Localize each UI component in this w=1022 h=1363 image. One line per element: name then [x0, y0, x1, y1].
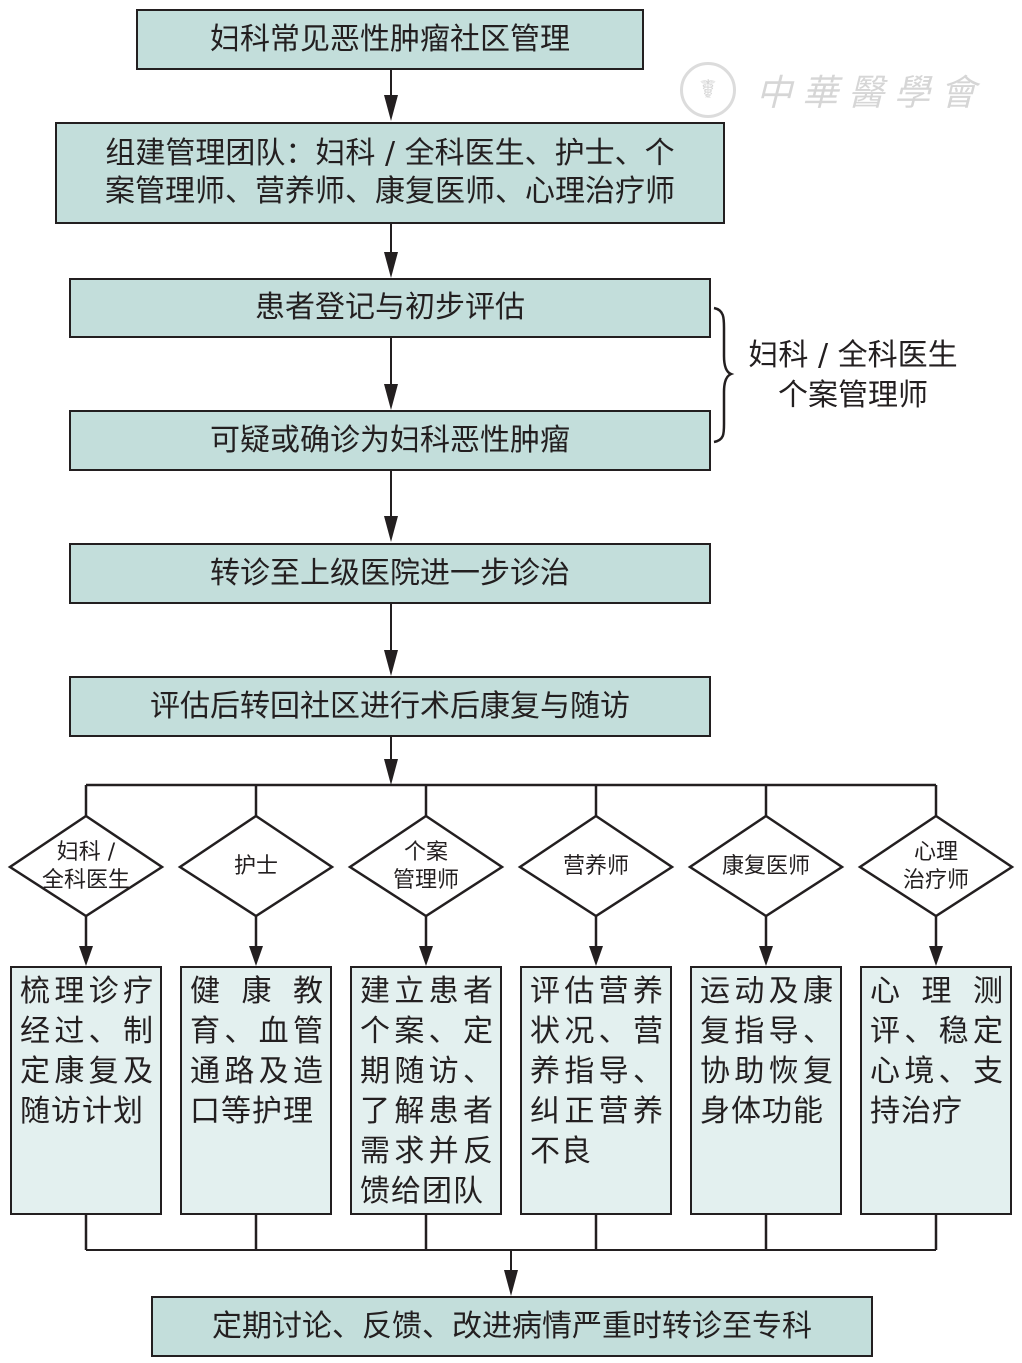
arrowhead: [589, 946, 603, 966]
arrowhead: [384, 384, 398, 410]
role-duty-box: 运动及康复指导、协助恢复身体功能: [690, 966, 842, 1215]
role-name: 妇科 / 全科医生: [42, 839, 130, 895]
role-duty-text: 建立患者个案、定期随访、了解患者需求并反馈给团队: [360, 974, 494, 1209]
watermark-text: 中華醫學會: [756, 73, 987, 114]
referral-box: 转诊至上级医院进一步诊治: [69, 543, 711, 604]
role-name: 康复医师: [722, 853, 810, 881]
role-duty-box: 建立患者个案、定期随访、了解患者需求并反馈给团队: [350, 966, 502, 1215]
role-duty-box: 健康教育、血管通路及造口等护理: [180, 966, 332, 1215]
title-box: 妇科常见恶性肿瘤社区管理: [136, 9, 644, 70]
role-name-line: 护士: [233, 854, 279, 879]
seal-logo-icon: ☤: [680, 62, 736, 118]
final-box: 定期讨论、反馈、改进病情严重时转诊至专科: [151, 1296, 873, 1357]
role-name-line: 营养师: [562, 854, 630, 879]
role-name-line: 管理师: [392, 868, 460, 893]
role-name-line: 个案: [403, 840, 449, 865]
watermark: ☤ 中華醫學會: [680, 62, 986, 118]
role-duty-box: 心理测评、稳定心境、支持治疗: [860, 966, 1012, 1215]
arrowhead: [759, 946, 773, 966]
role-name-line: 康复医师: [721, 854, 811, 879]
brace-label: 妇科 / 全科医生 个案管理师: [738, 336, 968, 416]
team-text-line-2: 案管理师、营养师、康复医师、心理治疗师: [105, 174, 675, 209]
role-name-line: 全科医生: [41, 868, 131, 893]
role-name: 心理治疗师: [903, 839, 969, 895]
role-duty-box: 梳理诊疗经过、制定康复及随访计划: [10, 966, 162, 1215]
return-box: 评估后转回社区进行术后康复与随访: [69, 676, 711, 737]
role-name: 护士: [234, 853, 278, 881]
arrowhead: [504, 1270, 518, 1296]
title-text: 妇科常见恶性肿瘤社区管理: [210, 21, 570, 57]
brace-label-line-1: 妇科 / 全科医生: [748, 338, 958, 373]
role-duty-text: 心理测评、稳定心境、支持治疗: [870, 974, 1004, 1129]
role-duty-text: 评估营养状况、营养指导、纠正营养不良: [530, 974, 664, 1169]
role-duty-text: 梳理诊疗经过、制定康复及随访计划: [20, 974, 154, 1129]
final-text: 定期讨论、反馈、改进病情严重时转诊至专科: [212, 1308, 812, 1344]
return-text: 评估后转回社区进行术后康复与随访: [150, 688, 630, 724]
arrowhead: [79, 946, 93, 966]
arrowhead: [384, 650, 398, 676]
referral-text: 转诊至上级医院进一步诊治: [210, 555, 570, 591]
arrowhead: [384, 759, 398, 785]
role-name-line: 心理: [913, 840, 959, 865]
role-name-line: 治疗师: [902, 868, 970, 893]
arrowhead: [249, 946, 263, 966]
arrowhead: [384, 252, 398, 278]
role-name-line: 妇科 /: [56, 840, 116, 865]
team-text-line-1: 组建管理团队：妇科 / 全科医生、护士、个: [105, 136, 675, 171]
register-box: 患者登记与初步评估: [69, 278, 711, 338]
brace-label-line-2: 个案管理师: [778, 378, 928, 413]
role-duty-box: 评估营养状况、营养指导、纠正营养不良: [520, 966, 672, 1215]
arrowhead: [929, 946, 943, 966]
role-name: 个案管理师: [393, 839, 459, 895]
suspect-box: 可疑或确诊为妇科恶性肿瘤: [69, 410, 711, 471]
role-duty-text: 健康教育、血管通路及造口等护理: [190, 974, 324, 1129]
right-brace: [713, 306, 735, 444]
arrowhead: [419, 946, 433, 966]
suspect-text: 可疑或确诊为妇科恶性肿瘤: [210, 422, 570, 458]
role-name: 营养师: [563, 853, 629, 881]
team-box: 组建管理团队：妇科 / 全科医生、护士、个 案管理师、营养师、康复医师、心理治疗…: [55, 122, 725, 224]
register-text: 患者登记与初步评估: [255, 290, 525, 325]
arrowhead: [384, 95, 398, 121]
role-duty-text: 运动及康复指导、协助恢复身体功能: [700, 974, 834, 1129]
arrowhead: [384, 516, 398, 542]
